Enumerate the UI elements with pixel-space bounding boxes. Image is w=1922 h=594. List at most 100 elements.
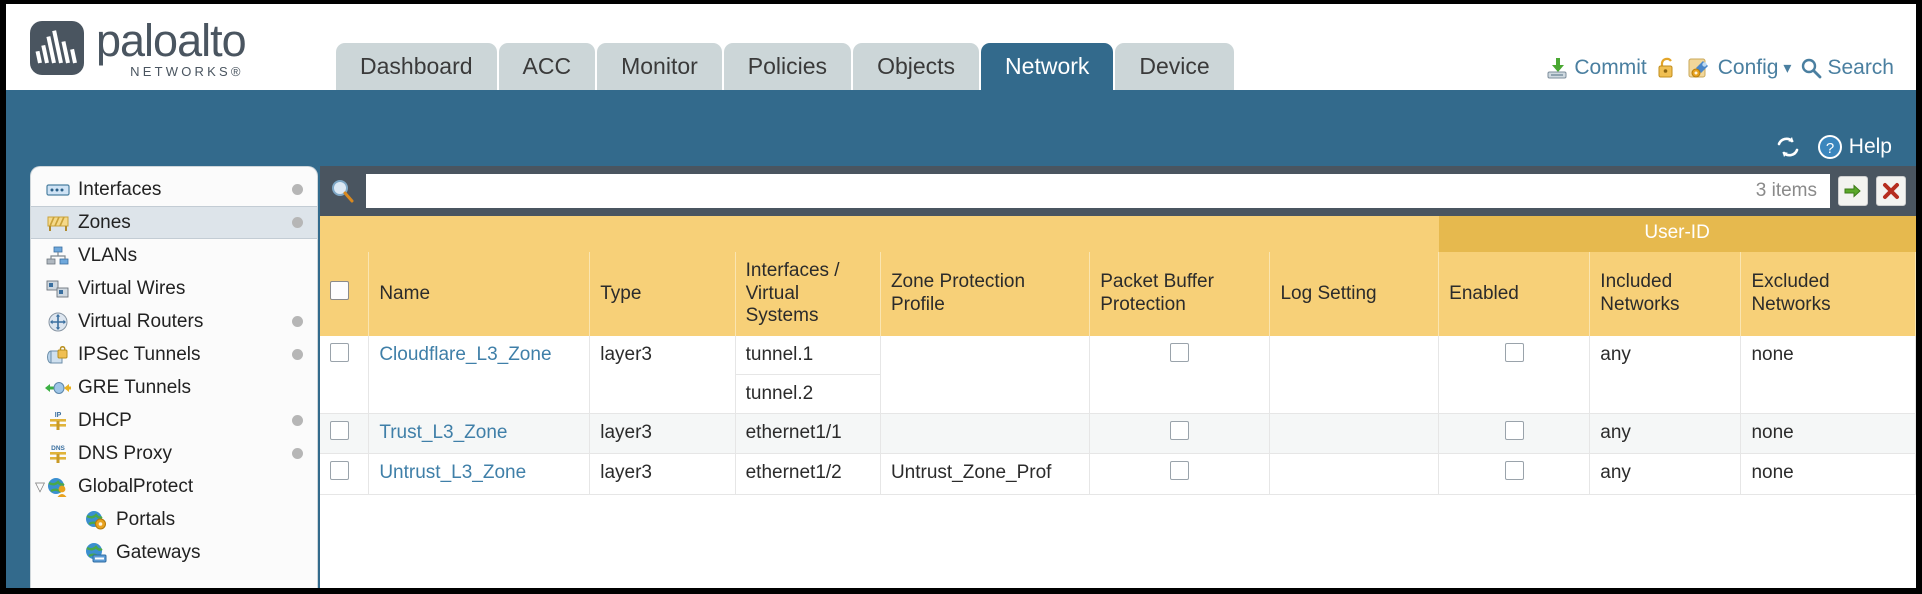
sidebar-item-globalprotect[interactable]: ▽ GlobalProtect xyxy=(31,470,317,503)
search-label: Search xyxy=(1827,56,1894,79)
cell-zone-protection: Untrust_Zone_Prof xyxy=(880,453,1091,496)
search-magnifier-icon xyxy=(1802,58,1822,79)
zones-table-container: User-ID Name Type Interfaces / Virtual S… xyxy=(320,216,1916,588)
col-header-packet-buffer[interactable]: Packet Buffer Protection xyxy=(1089,251,1271,337)
tab-dashboard[interactable]: Dashboard xyxy=(336,42,497,90)
col-header-log-setting[interactable]: Log Setting xyxy=(1269,251,1440,337)
help-button[interactable]: ? Help xyxy=(1817,134,1892,160)
virtual-routers-icon xyxy=(45,311,71,333)
cell-interfaces: ethernet1/2 xyxy=(735,453,881,496)
packet-buffer-checkbox[interactable] xyxy=(1170,461,1190,481)
svg-text:IP: IP xyxy=(55,412,62,419)
tab-acc[interactable]: ACC xyxy=(498,42,596,90)
refresh-button[interactable] xyxy=(1775,135,1801,159)
table-row[interactable]: Cloudflare_L3_Zone layer3 tunnel.1 tunne… xyxy=(320,336,1916,414)
sidebar-item-gre-tunnels[interactable]: GRE Tunnels xyxy=(31,371,317,404)
row-checkbox[interactable] xyxy=(330,343,349,363)
expand-triangle-icon[interactable]: ▽ xyxy=(35,478,45,494)
search-button[interactable]: Search xyxy=(1800,56,1894,80)
commit-button[interactable]: Commit xyxy=(1545,56,1647,80)
col-header-interfaces[interactable]: Interfaces / Virtual Systems xyxy=(735,251,881,337)
group-header-spacer xyxy=(320,216,1440,252)
sidebar-item-label: Virtual Routers xyxy=(78,310,204,332)
help-question-icon: ? xyxy=(1817,135,1842,159)
status-dot xyxy=(292,448,303,459)
user-id-enabled-checkbox[interactable] xyxy=(1504,343,1524,363)
zone-name-link[interactable]: Cloudflare_L3_Zone xyxy=(379,344,552,366)
main-nav-tabs: Dashboard ACC Monitor Policies Objects N… xyxy=(336,42,1234,90)
sidebar-item-portals[interactable]: Portals xyxy=(31,503,317,536)
brand-name: paloalto xyxy=(96,15,247,66)
tab-network[interactable]: Network xyxy=(981,42,1114,90)
sidebar-item-virtual-routers[interactable]: Virtual Routers xyxy=(31,305,317,338)
row-checkbox[interactable] xyxy=(330,461,349,481)
col-header-name[interactable]: Name xyxy=(368,251,591,337)
status-dot xyxy=(292,184,303,195)
sidebar-item-zones[interactable]: Zones xyxy=(31,206,317,239)
cell-log-setting xyxy=(1269,453,1440,496)
search-bar: 3 items xyxy=(320,166,1916,216)
col-header-type[interactable]: Type xyxy=(589,251,736,337)
apply-filter-button[interactable] xyxy=(1838,176,1868,206)
sidebar-item-vlans[interactable]: VLANs xyxy=(31,239,317,272)
cell-excluded: none xyxy=(1740,336,1916,414)
item-count-label: 3 items xyxy=(1755,180,1817,201)
zone-name-link[interactable]: Untrust_L3_Zone xyxy=(379,462,527,484)
cell-excluded: none xyxy=(1740,413,1916,455)
tab-objects[interactable]: Objects xyxy=(853,42,980,90)
config-label: Config xyxy=(1717,56,1779,79)
sub-header-actions: ? Help xyxy=(1775,134,1892,160)
sidebar-item-virtual-wires[interactable]: Virtual Wires xyxy=(31,272,317,305)
user-id-enabled-checkbox[interactable] xyxy=(1504,420,1524,440)
table-body: Cloudflare_L3_Zone layer3 tunnel.1 tunne… xyxy=(320,336,1916,496)
row-checkbox[interactable] xyxy=(330,420,349,440)
col-header-included[interactable]: Included Networks xyxy=(1589,251,1742,337)
col-header-excluded[interactable]: Excluded Networks xyxy=(1740,251,1916,337)
sidebar-item-label: VLANs xyxy=(78,244,138,266)
config-menu[interactable]: Config ▾ xyxy=(1687,56,1791,80)
user-id-enabled-checkbox[interactable] xyxy=(1504,461,1524,481)
interfaces-icon xyxy=(45,179,71,201)
sidebar-item-gateways[interactable]: Gateways xyxy=(31,536,317,569)
cell-packet-buffer xyxy=(1089,336,1271,414)
tab-monitor[interactable]: Monitor xyxy=(597,42,722,90)
svg-text:DNS: DNS xyxy=(51,445,65,452)
row-select-cell xyxy=(320,336,370,414)
sidebar-item-interfaces[interactable]: Interfaces xyxy=(31,173,317,206)
sidebar-item-label: IPSec Tunnels xyxy=(78,343,201,365)
sub-header-bar: ? Help xyxy=(6,90,1916,166)
main-body: Interfaces Zones VLANs Vir xyxy=(6,166,1916,588)
brand-tagline: NETWORKS® xyxy=(130,64,244,79)
red-x-clear-icon xyxy=(1883,183,1899,199)
cell-interfaces: ethernet1/1 xyxy=(735,413,881,455)
cell-included: any xyxy=(1589,336,1742,414)
gateways-icon xyxy=(83,542,109,564)
help-label: Help xyxy=(1848,135,1892,158)
lock-button[interactable] xyxy=(1656,56,1678,80)
sidebar-item-label: Virtual Wires xyxy=(78,277,186,299)
table-group-header-row: User-ID xyxy=(320,216,1916,252)
sidebar-item-dns-proxy[interactable]: DNS DNS Proxy xyxy=(31,437,317,470)
select-all-checkbox[interactable] xyxy=(330,281,349,301)
search-magnifier-icon[interactable] xyxy=(328,176,358,206)
row-select-cell xyxy=(320,453,370,496)
portals-icon xyxy=(83,509,109,531)
sidebar-item-ipsec-tunnels[interactable]: IPSec Tunnels xyxy=(31,338,317,371)
globalprotect-icon xyxy=(45,476,71,498)
vlans-icon xyxy=(45,245,71,267)
table-row[interactable]: Untrust_L3_Zone layer3 ethernet1/2 Untru… xyxy=(320,453,1916,496)
col-header-enabled[interactable]: Enabled xyxy=(1438,251,1591,337)
clear-filter-button[interactable] xyxy=(1876,176,1906,206)
tab-device[interactable]: Device xyxy=(1115,42,1234,90)
zone-name-link[interactable]: Trust_L3_Zone xyxy=(379,421,508,443)
sidebar-item-dhcp[interactable]: IP DHCP xyxy=(31,404,317,437)
status-dot xyxy=(292,415,303,426)
table-row[interactable]: Trust_L3_Zone layer3 ethernet1/1 xyxy=(320,413,1916,455)
table-header-row: Name Type Interfaces / Virtual Systems Z… xyxy=(320,251,1916,337)
tab-policies[interactable]: Policies xyxy=(723,42,852,90)
zones-panel: 3 items xyxy=(320,166,1916,588)
packet-buffer-checkbox[interactable] xyxy=(1170,420,1190,440)
col-header-zone-protection[interactable]: Zone Protection Profile xyxy=(880,251,1091,337)
search-input[interactable]: 3 items xyxy=(366,174,1830,208)
packet-buffer-checkbox[interactable] xyxy=(1170,343,1190,363)
